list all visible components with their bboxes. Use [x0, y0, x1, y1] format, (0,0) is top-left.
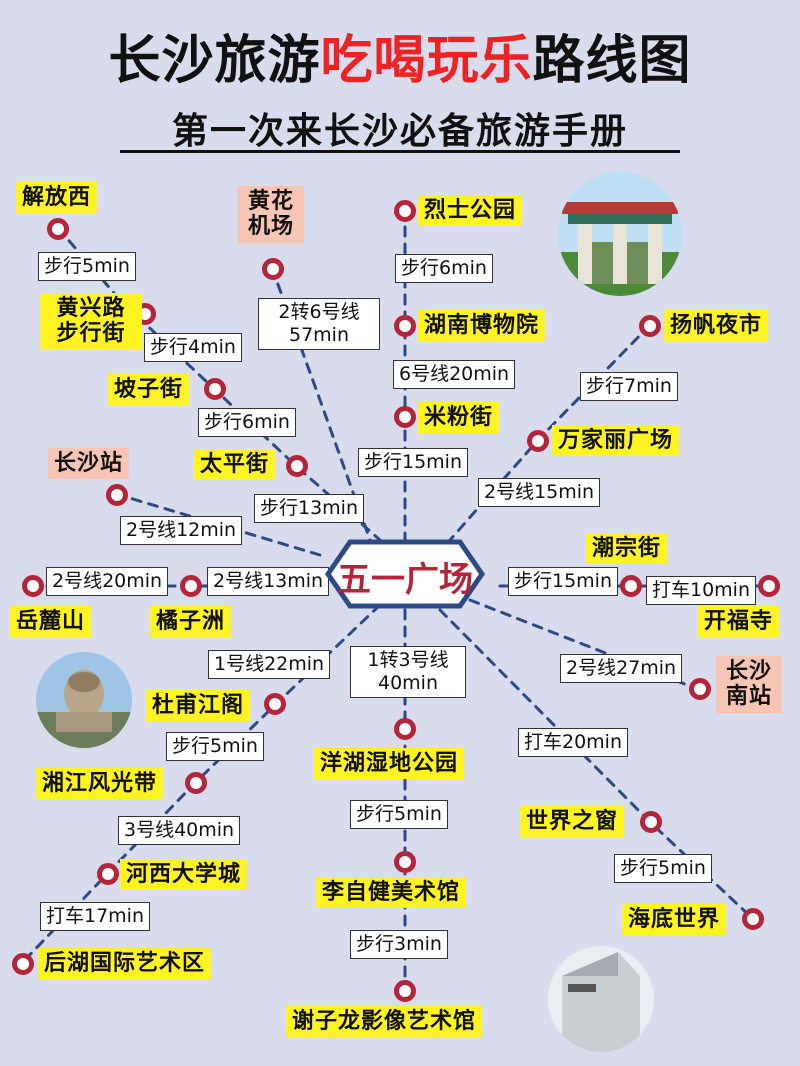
- subtitle-underline: [120, 150, 680, 153]
- dot-juzizhou: [180, 575, 202, 597]
- segment-label: 1号线22min: [208, 650, 331, 679]
- dot-dufu: [264, 693, 286, 715]
- dot-xiangjiang: [185, 772, 207, 794]
- building-illustration: [548, 946, 654, 1052]
- stop-houhu-art[interactable]: 后湖国际艺术区: [38, 948, 212, 980]
- segment-label: 步行5min: [614, 854, 712, 883]
- segment-label-text: 1转3号线 40min: [367, 649, 449, 694]
- segment-label-text: 2转6号线 57min: [278, 301, 360, 346]
- title-part-1: 长沙旅游: [108, 31, 321, 91]
- dot-xiezilong: [394, 980, 416, 1002]
- segment-label: 2号线12min: [120, 516, 243, 545]
- dot-wanjiali: [527, 430, 549, 452]
- hexagon-shape: [324, 539, 486, 609]
- stop-hunan-museum[interactable]: 湖南博物院: [418, 310, 546, 342]
- stop-lieshi-park[interactable]: 烈士公园: [418, 195, 523, 227]
- segment-label: 2号线20min: [46, 567, 169, 596]
- dot-jiefangxi: [47, 218, 69, 240]
- dot-huanghua-airport: [262, 258, 284, 280]
- gate-illustration: [558, 172, 682, 296]
- segment-label: 步行3min: [350, 930, 448, 959]
- segment-label: 打车20min: [518, 728, 629, 757]
- segment-label: 6号线20min: [393, 360, 516, 389]
- segment-label: 步行6min: [395, 254, 493, 283]
- dot-hunan-museum: [394, 315, 416, 337]
- segment-label: 2号线27min: [560, 654, 683, 683]
- museum-building-photo: [548, 946, 654, 1052]
- stop-changsha-station[interactable]: 长沙站: [48, 448, 130, 480]
- dot-changsha-south: [689, 678, 711, 700]
- stop-mifen-street[interactable]: 米粉街: [418, 402, 500, 434]
- dot-hexi: [97, 863, 119, 885]
- dot-yanghu: [394, 718, 416, 740]
- dot-underwater: [742, 908, 764, 930]
- route-jiefang: [56, 226, 382, 542]
- dot-taiping: [286, 455, 308, 477]
- page-title: 长沙旅游吃喝玩乐路线图: [0, 18, 800, 93]
- segment-label: 3号线40min: [118, 816, 241, 845]
- gate-photo: [558, 172, 682, 296]
- segment-label: 步行13min: [254, 494, 365, 523]
- segment-label: 步行7min: [580, 372, 678, 401]
- statue-photo: [36, 652, 132, 748]
- segment-label: 步行4min: [144, 333, 242, 362]
- stop-xiangjiang-belt[interactable]: 湘江风光带: [36, 768, 164, 800]
- stop-huangxing-road[interactable]: 黄兴路步行街: [40, 293, 142, 350]
- segment-label: 打车10min: [646, 576, 757, 605]
- segment-label: 步行5min: [350, 800, 448, 829]
- stop-lizijian-museum[interactable]: 李自健美术馆: [316, 877, 467, 909]
- stop-pozi-street[interactable]: 坡子街: [108, 374, 190, 406]
- dot-pozi: [204, 378, 226, 400]
- dot-mifen: [394, 406, 416, 428]
- route-airport: [270, 266, 372, 542]
- stop-kaifu-temple[interactable]: 开福寺: [698, 606, 780, 638]
- dot-yuelu: [22, 575, 44, 597]
- segment-label: 步行5min: [166, 732, 264, 761]
- center-label: 五一广场: [337, 560, 473, 600]
- stop-yuelu-mountain[interactable]: 岳麓山: [10, 606, 92, 638]
- dot-lieshi: [394, 200, 416, 222]
- dot-houhu: [12, 953, 34, 975]
- stop-juzizhou[interactable]: 橘子洲: [150, 606, 232, 638]
- segment-label: 步行15min: [358, 448, 469, 477]
- segment-label: 2号线15min: [478, 478, 601, 507]
- stop-chaozong-street[interactable]: 潮宗街: [586, 533, 668, 565]
- stop-huanghua-airport[interactable]: 黄花机场: [238, 186, 304, 243]
- stop-dufu-pavilion[interactable]: 杜甫江阁: [146, 690, 251, 722]
- stop-world-window[interactable]: 世界之窗: [520, 806, 625, 838]
- stop-changsha-south[interactable]: 长沙南站: [716, 656, 782, 713]
- segment-label: 2号线13min: [207, 567, 330, 596]
- stop-underwater-world[interactable]: 海底世界: [622, 904, 727, 936]
- segment-label: 打车17min: [40, 902, 151, 931]
- stop-jiefangxi[interactable]: 解放西: [16, 182, 98, 214]
- segment-label: 1转3号线 40min: [350, 646, 466, 698]
- stop-wanjiali-plaza[interactable]: 万家丽广场: [552, 425, 680, 457]
- title-part-3: 路线图: [532, 31, 692, 91]
- stop-yangfan-night-market[interactable]: 扬帆夜市: [664, 310, 769, 342]
- segment-label: 2转6号线 57min: [258, 298, 380, 350]
- dot-yangfan: [639, 315, 661, 337]
- segment-label: 步行6min: [198, 408, 296, 437]
- center-hub-wuyi-square[interactable]: 五一广场: [310, 538, 500, 610]
- segment-label: 步行5min: [38, 252, 136, 281]
- dot-lizijian: [394, 851, 416, 873]
- segment-label: 步行15min: [508, 567, 619, 596]
- dot-chaozong: [620, 575, 642, 597]
- stop-yanghu-wetland[interactable]: 洋湖湿地公园: [314, 748, 465, 780]
- title-part-2-highlight: 吃喝玩乐: [320, 31, 533, 91]
- dot-world-window: [640, 811, 662, 833]
- page-subtitle: 第一次来长沙必备旅游手册: [171, 111, 628, 152]
- statue-illustration: [36, 652, 132, 748]
- stop-xiezilong-museum[interactable]: 谢子龙影像艺术馆: [286, 1006, 483, 1038]
- dot-changsha-station: [106, 484, 128, 506]
- stop-taiping-street[interactable]: 太平街: [194, 449, 276, 481]
- stop-hexi-university[interactable]: 河西大学城: [120, 859, 248, 891]
- dot-kaifu: [758, 575, 780, 597]
